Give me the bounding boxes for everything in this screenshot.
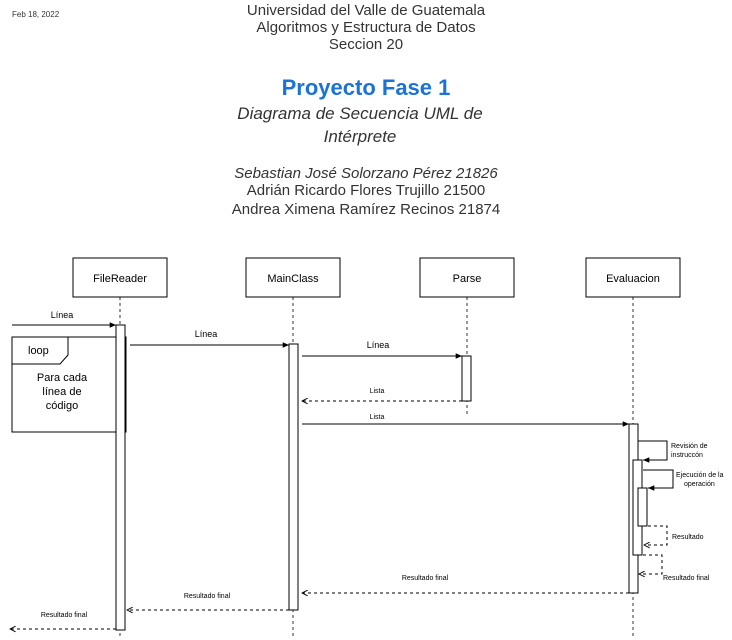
activation-filereader: [115, 324, 126, 631]
return-message-arrow: [644, 525, 668, 545]
loop-condition-line: código: [46, 400, 78, 412]
university-name: Universidad del Valle de Guatemala: [246, 2, 486, 19]
message-label: Ejecución de la operación: [676, 472, 725, 488]
activation-evaluacion-nested-2: [637, 487, 648, 527]
message-label: Lista: [370, 414, 385, 421]
participant-parse: Parse: [419, 257, 515, 298]
self-message-label-line: Ejecución de la: [676, 472, 724, 479]
page-subtitle: Diagrama de Secuencia UML de Intérprete: [237, 104, 483, 146]
message-label: Línea: [367, 340, 390, 350]
message-label: Resultado final: [663, 575, 710, 582]
self-message-label-line: instruccón: [671, 452, 703, 459]
participant-mainclass: MainClass: [245, 257, 341, 298]
message-label: Resultado: [672, 534, 704, 541]
message-label: Lista: [370, 388, 385, 395]
message-label: Resultado final: [41, 612, 88, 619]
page-title: Proyecto Fase 1: [281, 75, 451, 100]
participant-evaluacion: Evaluacion: [585, 257, 681, 298]
activation-mainclass: [288, 343, 299, 611]
return-message-arrow: [639, 554, 663, 574]
message-label: Línea: [51, 310, 74, 320]
message-label: Revisión de instruccón: [671, 443, 710, 459]
message-label: Resultado final: [184, 593, 231, 600]
loop-condition-line: línea de: [42, 386, 81, 398]
author-2: Adrián Ricardo Flores Trujillo 21500: [246, 182, 486, 199]
message-label: Resultado final: [402, 575, 449, 582]
message-label: Línea: [195, 329, 218, 339]
date-label: Feb 18, 2022: [12, 10, 60, 19]
participant-label: FileReader: [93, 273, 147, 285]
course-name: Algoritmos y Estructura de Datos: [256, 19, 476, 36]
participant-label: MainClass: [267, 273, 319, 285]
participant-label: Evaluacion: [606, 273, 660, 285]
self-message-label-line: Revisión de: [671, 443, 708, 450]
author-1: Sebastian José Solorzano Pérez 21826: [234, 165, 498, 182]
self-message-arrow: [643, 469, 674, 491]
activation-parse: [461, 355, 472, 402]
self-message-label-line: operación: [684, 481, 715, 488]
section-name: Seccion 20: [328, 36, 404, 53]
author-3: Andrea Ximena Ramírez Recinos 21874: [231, 201, 501, 218]
loop-label: loop: [28, 345, 49, 357]
participant-label: Parse: [453, 273, 482, 285]
participant-filereader: FileReader: [72, 257, 168, 298]
loop-condition-line: Para cada: [37, 372, 88, 384]
loop-frame: loop Para cada línea de código: [11, 336, 127, 433]
self-message-arrow: [638, 440, 668, 463]
